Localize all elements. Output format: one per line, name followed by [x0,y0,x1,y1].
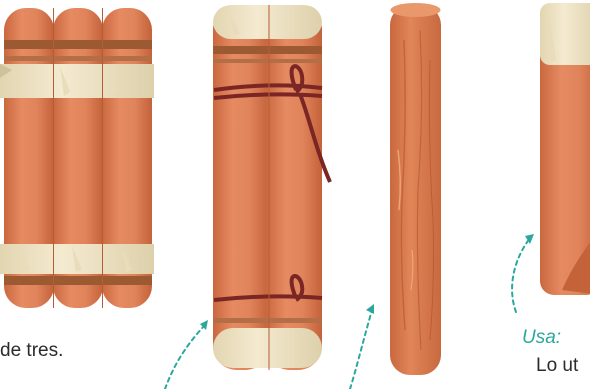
usa-label: Usa: [522,327,561,349]
tied-bundle-icon [213,5,330,370]
caption-lo-ut: Lo ut [536,355,578,377]
wooden-dowel-icon [390,3,441,375]
taped-bundle-icon [0,8,154,308]
taped-stick-icon [540,3,590,295]
caption-group-of-three: de tres. [0,340,63,362]
